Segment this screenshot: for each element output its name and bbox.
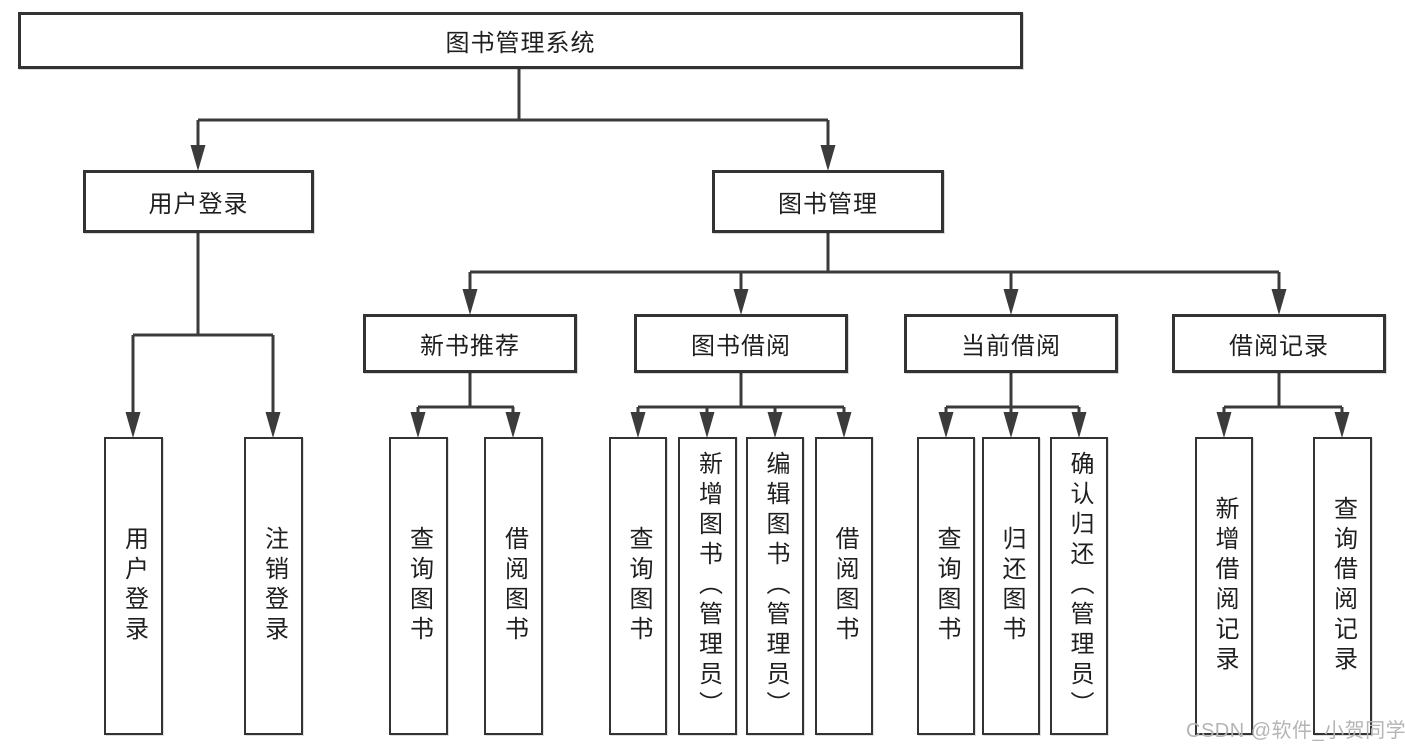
node-label: 新增借阅记录 [1211, 496, 1238, 676]
node-label: 用户登录 [148, 191, 249, 218]
leaf-query-borrow-record: 查询借阅记录 [1313, 437, 1372, 735]
leaf-add-borrow-record: 新增借阅记录 [1195, 437, 1253, 735]
node-label: 新增图书（管理员） [694, 451, 722, 721]
leaf-borrow-books-2: 借阅图书 [815, 437, 873, 735]
leaf-query-books-1: 查询图书 [389, 437, 448, 735]
node-label: 确认归还（管理员） [1066, 451, 1093, 721]
node-user-login: 用户登录 [83, 170, 314, 233]
node-label: 查询图书 [625, 526, 652, 646]
node-current-borrowing: 当前借阅 [904, 314, 1118, 373]
node-library-system: 图书管理系统 [18, 12, 1023, 69]
node-label: 新书推荐 [420, 333, 520, 360]
leaf-return-book: 归还图书 [982, 437, 1040, 735]
leaf-add-book-admin: 新增图书（管理员） [678, 437, 737, 735]
node-new-book-recommend: 新书推荐 [363, 314, 577, 373]
node-label: 查询图书 [933, 526, 960, 646]
node-label: 借阅图书 [500, 526, 528, 646]
leaf-user-login: 用户登录 [104, 437, 163, 735]
node-label: 借阅图书 [831, 526, 858, 646]
node-label: 借阅记录 [1229, 333, 1329, 360]
node-label: 查询借阅记录 [1329, 496, 1357, 676]
node-label: 图书管理系统 [445, 30, 596, 57]
watermark: CSDN @软件_小贺同学 [1186, 720, 1405, 742]
node-label: 图书管理 [778, 191, 878, 218]
leaf-logout: 注销登录 [244, 437, 303, 735]
node-book-borrowing: 图书借阅 [634, 314, 848, 373]
node-label: 归还图书 [998, 526, 1025, 646]
node-label: 编辑图书（管理员） [762, 451, 789, 721]
node-label: 当前借阅 [961, 333, 1061, 360]
leaf-query-books-3: 查询图书 [917, 437, 975, 735]
leaf-confirm-return-admin: 确认归还（管理员） [1050, 437, 1108, 735]
node-label: 图书借阅 [691, 333, 791, 360]
leaf-edit-book-admin: 编辑图书（管理员） [746, 437, 804, 735]
node-book-management: 图书管理 [712, 170, 944, 233]
node-label: 查询图书 [405, 526, 433, 646]
node-borrowing-records: 借阅记录 [1172, 314, 1386, 373]
node-label: 注销登录 [260, 526, 288, 646]
leaf-borrow-books-1: 借阅图书 [484, 437, 543, 735]
node-label: 用户登录 [120, 526, 148, 646]
leaf-query-books-2: 查询图书 [609, 437, 667, 735]
